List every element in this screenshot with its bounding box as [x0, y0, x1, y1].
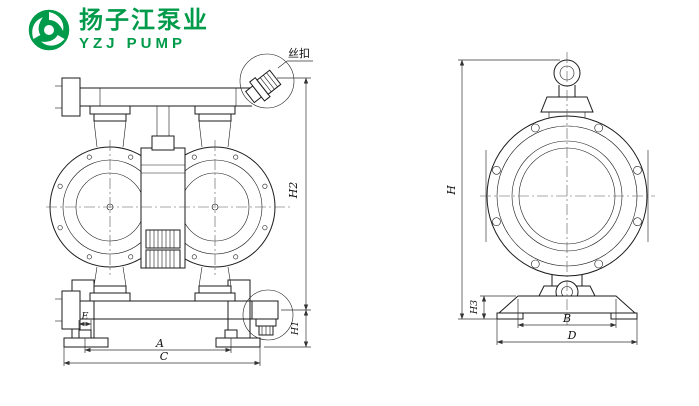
- dim-label-a: A: [155, 337, 164, 350]
- thread-callout-label: 丝扣: [288, 46, 310, 60]
- lower-flanges: [89, 266, 236, 302]
- dim-label-h2: H2: [287, 182, 300, 200]
- logo-swirl-icon: [27, 8, 71, 52]
- side-view-dimensions: H H3 B D: [445, 59, 638, 345]
- dim-label-b: B: [562, 312, 571, 325]
- dim-label-h1: H1: [290, 321, 301, 336]
- brand-name-english: YZJ PUMP: [79, 35, 187, 52]
- front-view: [46, 53, 295, 348]
- bottom-port: [251, 300, 279, 336]
- brand-name-chinese: 扬子江泵业: [79, 7, 209, 34]
- thread-detail-circle: [239, 53, 295, 109]
- dim-label-e: E: [81, 311, 89, 322]
- dim-label-h: H: [445, 185, 458, 196]
- side-view: [480, 52, 655, 325]
- upper-flanges: [89, 105, 236, 148]
- dim-label-h3: H3: [469, 300, 480, 315]
- center-body: [140, 106, 186, 269]
- flange-bolts: [492, 123, 642, 269]
- threaded-fitting: [244, 69, 282, 104]
- dim-label-d: D: [567, 329, 577, 342]
- front-view-dimensions: 丝扣 H2 H1 E A C: [63, 46, 313, 366]
- port-detail-circle: [242, 289, 294, 341]
- brand-logo: 扬子江泵业 YZJ PUMP: [26, 7, 209, 53]
- dim-label-c: C: [160, 350, 169, 363]
